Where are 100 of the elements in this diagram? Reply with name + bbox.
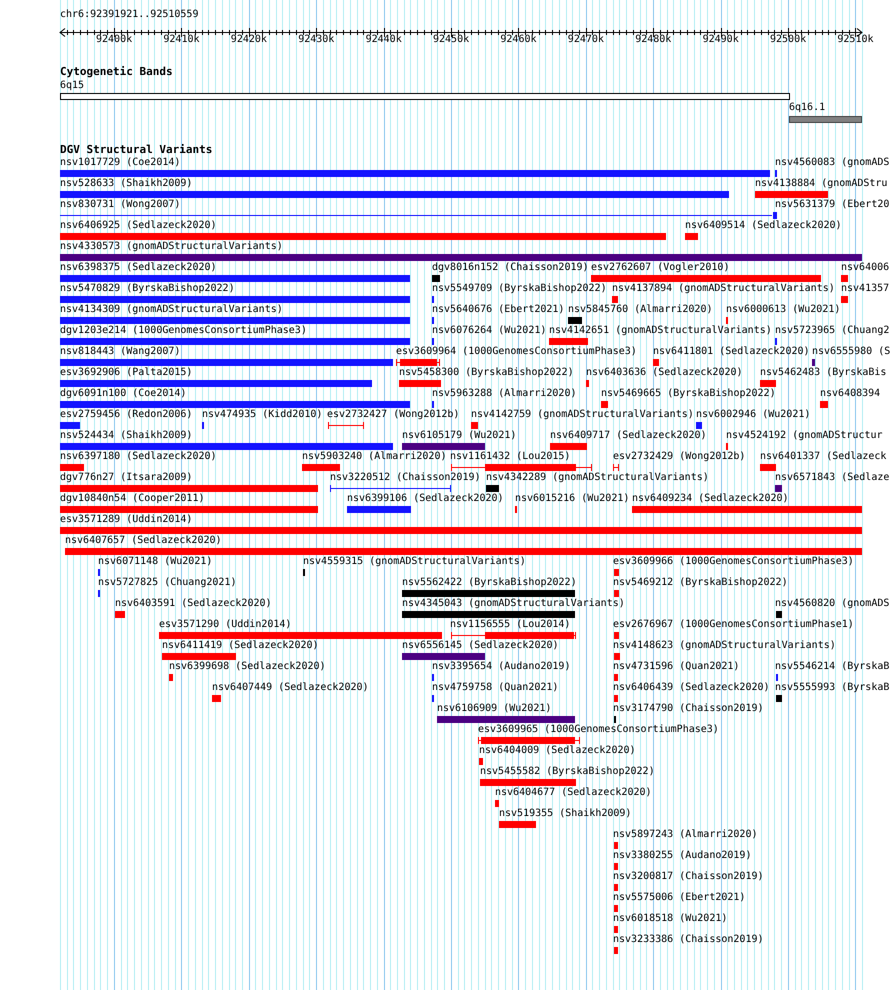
variant-label: nsv474935 (Kidd2010) [202, 409, 322, 421]
variant-label: nsv4560820 (gnomADS [775, 598, 890, 610]
coordinate-range-label: chr6:92391921..92510559 [60, 9, 198, 21]
variant-label: nsv6406925 (Sedlazeck2020) [60, 220, 217, 232]
tick-label: 92440k [366, 34, 402, 46]
variant-label: esv3609965 (1000GenomesConsortiumPhase3) [478, 724, 719, 736]
variant-label: nsv5562422 (ByrskaBishop2022) [402, 577, 577, 589]
variant-label: nsv4134309 (gnomADStructuralVariants) [60, 304, 283, 316]
variant-label: nsv4345043 (gnomADStructuralVariants) [402, 598, 625, 610]
variant-label: nsv4138884 (gnomADStru [755, 178, 888, 190]
variant-label: nsv818443 (Wang2007) [60, 346, 180, 358]
variant-label: nsv5640676 (Ebert2021) [432, 304, 564, 316]
variant-label: nsv5469665 (ByrskaBishop2022) [601, 388, 776, 400]
variant-label: nsv5458300 (ByrskaBishop2022) [399, 367, 574, 379]
variant-label: dgv10840n54 (Cooper2011) [60, 493, 204, 505]
variant-label: nsv5555993 (ByrskaB [775, 682, 890, 694]
variant-label: dgv8016n152 (Chaisson2019) [432, 262, 589, 274]
variant-label: nsv6411419 (Sedlazeck2020) [162, 640, 319, 652]
variant-label: nsv5845760 (Almarri2020) [568, 304, 712, 316]
variant-label: nsv6076264 (Wu2021) [432, 325, 546, 337]
variant-label: nsv6409514 (Sedlazeck2020) [685, 220, 842, 232]
variant-label: nsv3233386 (Chaisson2019) [613, 934, 764, 946]
variant-label: esv2732427 (Wong2012b) [327, 409, 460, 421]
variant-label: nsv6002946 (Wu2021) [696, 409, 810, 421]
variant-label: nsv41357 [841, 283, 890, 295]
variant-label: nsv6571843 (Sedlaze [775, 472, 890, 484]
variant-label: nsv64006 [841, 262, 890, 274]
variant-label: nsv6401337 (Sedlazeck [760, 451, 886, 463]
variant-label: nsv3200817 (Chaisson2019) [613, 871, 764, 883]
variant-label: nsv6409717 (Sedlazeck2020) [550, 430, 707, 442]
variant-label: esv3571290 (Uddin2014) [159, 619, 292, 631]
variant-label: nsv1161432 (Lou2015) [450, 451, 570, 463]
tick-label: 92450k [433, 34, 470, 46]
variant-label: nsv6408394 [820, 388, 880, 400]
variant-label: nsv5455582 (ByrskaBishop2022) [480, 766, 655, 778]
tick-label: 92400k [96, 34, 132, 46]
tick-label: 92500k [770, 34, 806, 46]
variant-label: nsv6404677 (Sedlazeck2020) [495, 787, 652, 799]
variant-label: nsv6556145 (Sedlazeck2020) [402, 640, 559, 652]
tick-label: 92410k [163, 34, 200, 46]
variant-label: nsv5903240 (Almarri2020) [302, 451, 446, 463]
variant-label: nsv1017729 (Coe2014) [60, 157, 180, 169]
variant-label: nsv6106909 (Wu2021) [437, 703, 552, 715]
variant-label: nsv5575006 (Ebert2021) [613, 892, 746, 904]
variant-label: nsv830731 (Wong2007) [60, 199, 180, 211]
band-label: 6q15 [60, 80, 84, 92]
tick-label: 92510k [837, 34, 874, 46]
variant-label: dgv1203e214 (1000GenomesConsortiumPhase3) [60, 325, 307, 337]
band-label: 6q16.1 [789, 102, 826, 114]
tick-label: 92490k [702, 34, 739, 46]
variant-label: esv2732429 (Wong2012b) [613, 451, 746, 463]
variant-label: esv3571289 (Uddin2014) [60, 514, 192, 526]
variant-label: nsv1156555 (Lou2014) [450, 619, 570, 631]
tick-label: 92470k [568, 34, 604, 46]
variant-label: nsv3220512 (Chaisson2019) [330, 472, 481, 484]
variant-label: nsv4560083 (gnomADS [775, 157, 890, 169]
variant-label: nsv6399106 (Sedlazeck2020) [347, 493, 504, 505]
variant-label: nsv6000613 (Wu2021) [726, 304, 840, 316]
variant-label: nsv519355 (Shaikh2009) [499, 808, 632, 820]
tick-label: 92480k [635, 34, 672, 46]
variant-label: nsv528633 (Shaikh2009) [60, 178, 192, 190]
variant-label: nsv5897243 (Almarri2020) [613, 829, 758, 841]
variant-label: nsv5727825 (Chuang2021) [98, 577, 236, 589]
variant-label: dgv6091n100 (Coe2014) [60, 388, 186, 400]
variant-label: dgv776n27 (Itsara2009) [60, 472, 192, 484]
variant-label: nsv6018518 (Wu2021) [613, 913, 728, 925]
variant-label: nsv4330573 (gnomADStructuralVariants) [60, 241, 283, 253]
variant-label: nsv4759758 (Quan2021) [432, 682, 558, 694]
tick-label: 92420k [230, 34, 267, 46]
variant-label: nsv6105179 (Wu2021) [402, 430, 516, 442]
track-heading: DGV Structural Variants [60, 144, 212, 156]
variant-label: esv2762607 (Vogler2010) [591, 262, 730, 274]
variant-label: nsv6411801 (Sedlazeck2020) [653, 346, 810, 358]
variant-label: nsv6071148 (Wu2021) [98, 556, 212, 568]
variant-label: nsv6407449 (Sedlazeck2020) [212, 682, 369, 694]
variant-label: nsv4731596 (Quan2021) [613, 661, 740, 673]
variant-label: nsv6403591 (Sedlazeck2020) [115, 598, 272, 610]
tick-label: 92430k [298, 34, 334, 46]
variant-label: nsv6404009 (Sedlazeck2020) [479, 745, 636, 757]
variant-label: nsv6397180 (Sedlazeck2020) [60, 451, 217, 463]
variant-label: nsv5631379 (Ebert20 [775, 199, 890, 211]
variant-label: nsv4342289 (gnomADStructuralVariants) [486, 472, 709, 484]
variant-label: nsv4137894 (gnomADStructuralVariants) [612, 283, 835, 295]
variant-label: nsv6409234 (Sedlazeck2020) [632, 493, 789, 505]
variant-label: esv2759456 (Redon2006) [60, 409, 192, 421]
variant-label: nsv3174790 (Chaisson2019) [613, 703, 764, 715]
variant-label: nsv5963288 (Almarri2020) [432, 388, 576, 400]
variant-label: nsv5546214 (ByrskaB [775, 661, 890, 673]
variant-label: nsv5549709 (ByrskaBishop2022) [432, 283, 607, 295]
track-heading: Cytogenetic Bands [60, 66, 173, 78]
variant-label: nsv6015216 (Wu2021) [515, 493, 630, 505]
variant-label: nsv5462483 (ByrskaBis [760, 367, 886, 379]
variant-label: nsv4142759 (gnomADStructuralVariants) [471, 409, 694, 421]
variant-label: nsv5723965 (Chuang2 [775, 325, 890, 337]
variant-label: esv2676967 (1000GenomesConsortiumPhase1) [613, 619, 854, 631]
variant-label: nsv5469212 (ByrskaBishop2022) [613, 577, 788, 589]
variant-label: nsv3395654 (Audano2019) [432, 661, 570, 673]
variant-label: nsv6407657 (Sedlazeck2020) [65, 535, 222, 547]
variant-label: nsv5470829 (ByrskaBishop2022) [60, 283, 235, 295]
tick-label: 92460k [500, 34, 537, 46]
